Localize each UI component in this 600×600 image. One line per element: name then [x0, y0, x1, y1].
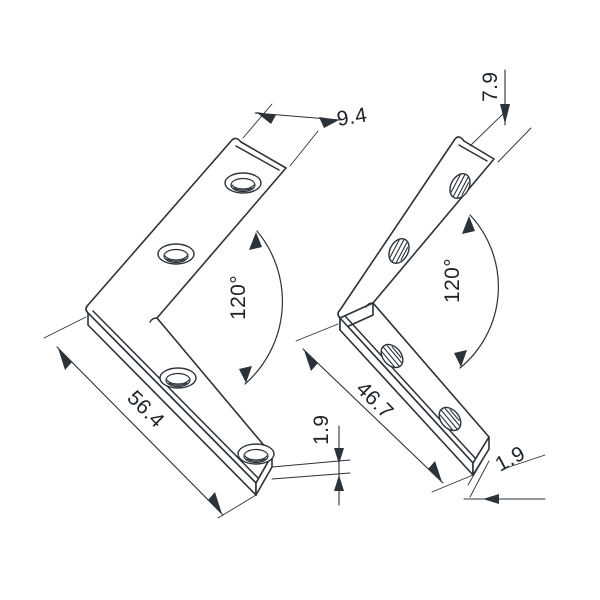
- arrow-head-arc-end: [239, 366, 252, 383]
- dimension-label-120-right: 120°: [441, 258, 464, 303]
- left-bracket-hole-2: [157, 243, 195, 265]
- arrow-head-down: [500, 104, 510, 124]
- arrow-head-arc-start: [249, 232, 262, 250]
- left-bracket: [85, 137, 287, 496]
- right-bracket-hole-4: [438, 406, 462, 432]
- dimension-label-7-9: 7.9: [479, 72, 502, 102]
- left-bracket-hole-1: [224, 172, 262, 194]
- dimension-label-120-left: 120°: [227, 275, 250, 320]
- arrow-head-down: [334, 448, 344, 464]
- left-bracket-upper-arm-inner-edge: [235, 145, 280, 171]
- right-bracket-corner-fillet-edge: [365, 302, 374, 308]
- arrow-head-up: [334, 475, 344, 491]
- dimension-label-9-4: 9.4: [335, 103, 369, 130]
- right-bracket-hole-1: [449, 173, 471, 199]
- angle-arc-right: [459, 214, 499, 369]
- left-bracket-hole-3: [159, 367, 197, 389]
- dimension-right-angle-120: 120°: [441, 214, 499, 369]
- dimension-label-1-9: 1.9: [310, 415, 333, 445]
- arrow-head-left: [483, 494, 499, 504]
- arrow-head-arc-end: [454, 350, 467, 367]
- left-bracket-inner-corner-edge: [149, 317, 158, 323]
- right-bracket-top-face: [337, 136, 495, 464]
- left-bracket-top-face-inner-line: [92, 310, 259, 479]
- dimension-left-thickness-1-9: 1.9: [271, 415, 351, 506]
- arrow-head-lower: [208, 492, 222, 514]
- right-bracket-upper-arm-inner-edge: [458, 144, 488, 162]
- arrow-head-left: [256, 112, 276, 124]
- right-bracket: [337, 136, 495, 476]
- arrow-head-right: [319, 117, 339, 128]
- dimension-left-angle-120: 120°: [227, 230, 284, 385]
- dimension-label-1-9-right: 1.9: [492, 442, 530, 477]
- right-bracket-hole-3: [380, 343, 404, 369]
- dimension-left-width-9-4: 9.4: [242, 103, 369, 167]
- dimension-right-width-7-9: 7.9: [469, 69, 532, 163]
- arrow-head-lower: [428, 461, 442, 482]
- arrow-head-upper: [304, 350, 318, 371]
- right-bracket-hole-2: [388, 238, 410, 264]
- left-bracket-hole-4: [237, 443, 275, 465]
- right-bracket-top-face-inner-line: [344, 315, 476, 459]
- angle-arc-left: [244, 230, 284, 385]
- arrow-head-upper: [58, 348, 72, 370]
- arrow-head-arc-start: [462, 216, 475, 234]
